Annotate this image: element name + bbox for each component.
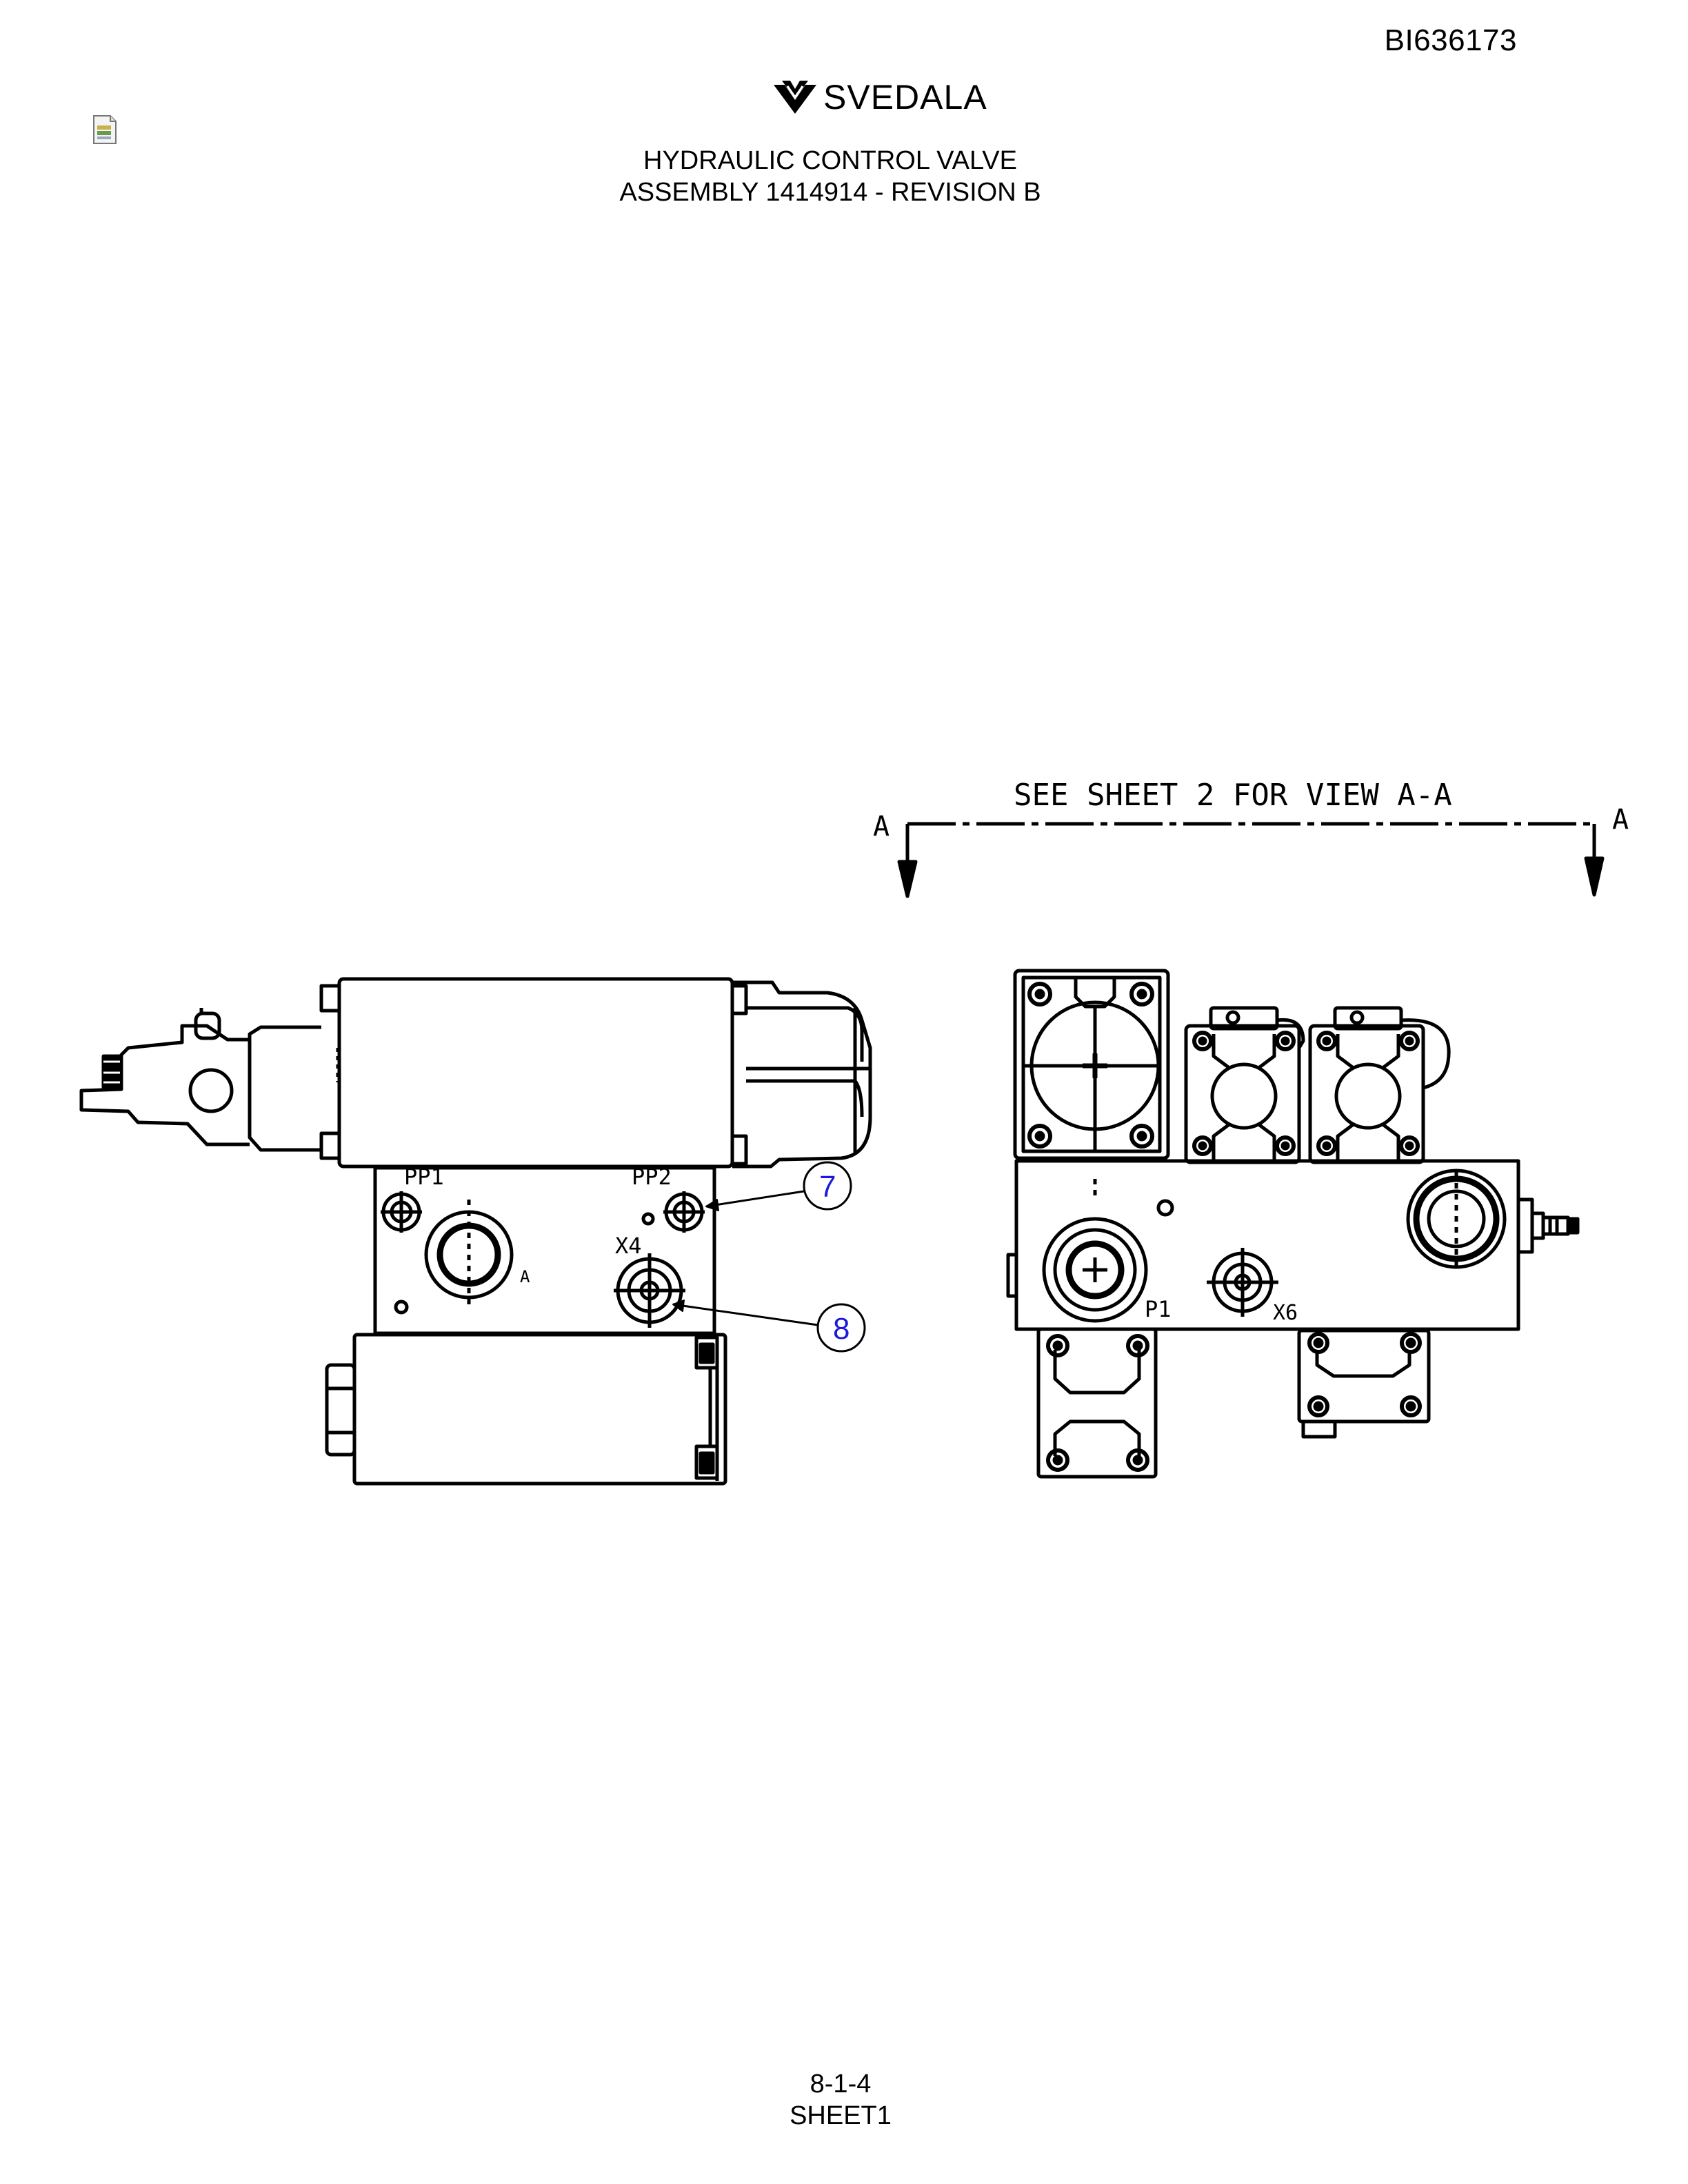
document-id: BI636173: [1384, 23, 1517, 57]
label-pp1: PP1: [404, 1164, 444, 1190]
label-x4: X4: [615, 1233, 642, 1259]
balloon-7-text: 7: [819, 1170, 836, 1204]
page-number: 8-1-4: [810, 2070, 872, 2099]
label-a-port: A: [520, 1267, 530, 1286]
svedala-logo: SVEDALA: [772, 77, 987, 117]
drawing-title: HYDRAULIC CONTROL VALVE ASSEMBLY 1414914…: [0, 145, 1688, 208]
label-x6: X6: [1273, 1301, 1298, 1325]
balloon-8-text: 8: [833, 1312, 850, 1346]
section-arrow-right-head: [1584, 856, 1605, 897]
section-label-left: A: [873, 811, 890, 842]
document-attachment-icon[interactable]: [91, 114, 119, 145]
right-view: [1006, 969, 1580, 1479]
valve-assembly-drawing: SEE SHEET 2 FOR VIEW A-A A A: [79, 778, 1629, 1486]
label-p1: P1: [1145, 1296, 1172, 1322]
svedala-chevron-logo-icon: [774, 81, 816, 114]
balloon-7[interactable]: 7: [705, 1161, 852, 1211]
logo-text: SVEDALA: [823, 78, 987, 117]
balloon-8[interactable]: 8: [672, 1300, 866, 1353]
left-view: [79, 977, 872, 1486]
sheet-label: SHEET1: [790, 2101, 892, 2130]
title-line-2: ASSEMBLY 1414914 - REVISION B: [619, 178, 1041, 207]
page-footer: 8-1-4 SHEET1: [0, 2068, 1688, 2132]
title-line-1: HYDRAULIC CONTROL VALVE: [643, 146, 1017, 175]
view-note-text: SEE SHEET 2 FOR VIEW A-A: [1014, 778, 1452, 813]
section-arrow-left-head: [897, 860, 918, 898]
label-pp2: PP2: [632, 1164, 672, 1190]
section-label-right: A: [1612, 804, 1629, 836]
